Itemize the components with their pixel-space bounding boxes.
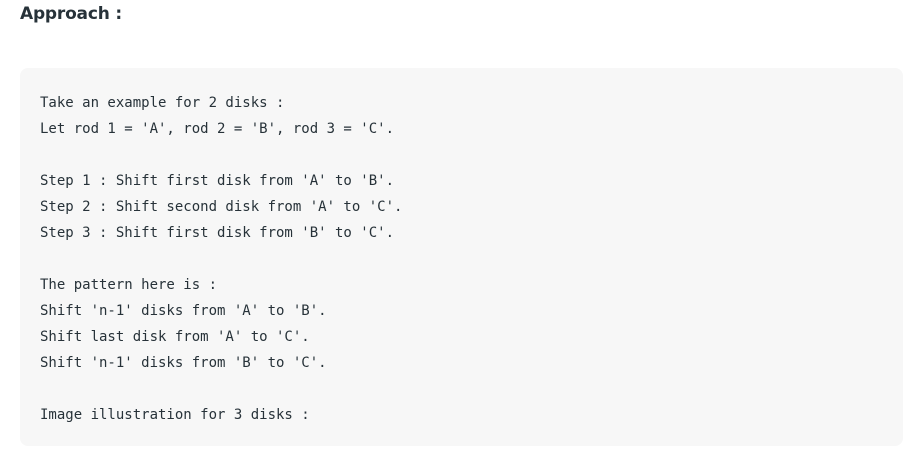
code-line bbox=[40, 376, 883, 402]
code-line: Step 2 : Shift second disk from 'A' to '… bbox=[40, 199, 403, 215]
code-line: Let rod 1 = 'A', rod 2 = 'B', rod 3 = 'C… bbox=[40, 121, 395, 137]
code-line: Take an example for 2 disks : bbox=[40, 95, 285, 111]
code-line bbox=[40, 142, 883, 168]
code-line: The pattern here is : bbox=[40, 277, 218, 293]
code-line: Shift last disk from 'A' to 'C'. bbox=[40, 329, 310, 345]
code-line: Image illustration for 3 disks : bbox=[40, 407, 310, 423]
section-heading: Approach : bbox=[20, 4, 122, 24]
code-line bbox=[40, 246, 883, 272]
code-block: Take an example for 2 disks : Let rod 1 … bbox=[20, 68, 903, 446]
code-line: Shift 'n-1' disks from 'A' to 'B'. bbox=[40, 303, 327, 319]
code-line: Step 3 : Shift first disk from 'B' to 'C… bbox=[40, 225, 395, 241]
code-line: Step 1 : Shift first disk from 'A' to 'B… bbox=[40, 173, 395, 189]
code-line: Shift 'n-1' disks from 'B' to 'C'. bbox=[40, 355, 327, 371]
